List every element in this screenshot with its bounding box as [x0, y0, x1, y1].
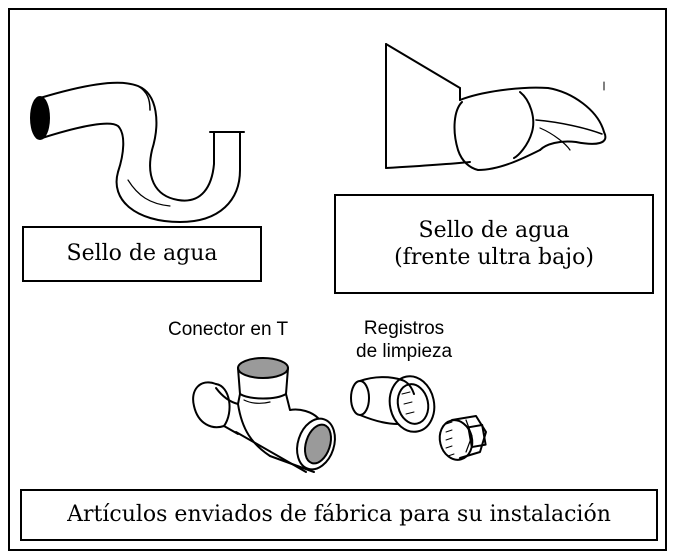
footer-label: Artículos enviados de fábrica para su in…: [67, 502, 611, 528]
trap-label: Sello de agua: [66, 241, 218, 267]
cleanout-plug-icon: [438, 415, 487, 461]
cleanout-label: Registros de limpieza: [356, 318, 452, 364]
cleanout-label-line2: de limpieza: [356, 340, 453, 362]
ultra-low-front-trap-icon: [385, 43, 607, 171]
trap-label-box: Sello de agua: [22, 226, 262, 282]
cleanout-label-line1: Registros: [363, 318, 445, 339]
tee-connector-label: Conector en T: [168, 319, 289, 340]
trap-low-label-box: Sello de agua (frente ultra bajo): [334, 194, 654, 294]
cleanout-fitting-icon: [350, 375, 436, 433]
footer-label-box: Artículos enviados de fábrica para su in…: [20, 489, 658, 541]
trap-low-label-line2: (frente ultra bajo): [394, 245, 594, 270]
trap-low-label-line1: Sello de agua: [418, 217, 570, 243]
tee-connector-icon: [192, 357, 336, 473]
p-trap-pipe-icon: [30, 81, 245, 223]
